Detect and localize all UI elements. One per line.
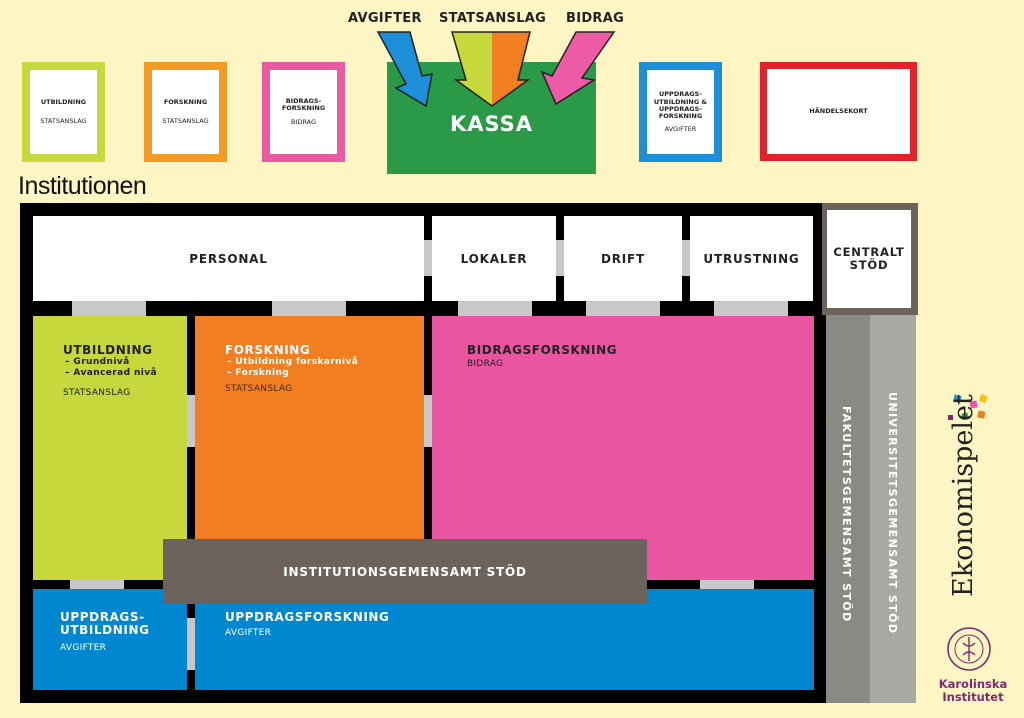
link-drift-down	[586, 301, 660, 316]
link-drift-utrustning	[682, 240, 690, 276]
link-bidrag-uppdrag	[700, 580, 754, 589]
link-personal-lokaler	[424, 240, 432, 276]
block-utbildning: UTBILDNING – Grundnivå – Avancerad nivå …	[33, 316, 187, 580]
card-utbildning-sub: STATSANSLAG	[40, 116, 87, 125]
avgifter-arrow-icon	[376, 31, 433, 108]
statsanslag-arrow-green	[452, 32, 492, 106]
link-uppdrag-vertical	[187, 618, 195, 670]
block-bidragsforskning: BIDRAGSFORSKNING BIDRAG	[432, 316, 814, 580]
card-bidragsforskning-title: BIDRAGS- FORSKNING	[281, 96, 326, 112]
block-forskning-title: FORSKNING	[225, 343, 311, 357]
block-forskning-line-1: – Utbildning forskarnivå	[227, 357, 359, 368]
block-bidragsforskning-title: BIDRAGSFORSKNING	[467, 343, 618, 357]
link-personal-down-2	[272, 301, 346, 316]
inflow-avgifter-label: AVGIFTER	[348, 11, 422, 26]
card-bidragsforskning-sub: BIDRAG	[290, 118, 316, 127]
statsanslag-arrow-orange	[492, 32, 530, 106]
link-utb-fors-1	[187, 395, 195, 447]
header-utrustning: UTRUSTNING	[690, 216, 813, 301]
karolinska-seal-icon	[947, 627, 991, 671]
card-forskning: FORSKNING STATSANSLAG	[144, 62, 227, 162]
block-utbildning-sub: STATSANSLAG	[63, 387, 131, 398]
link-utrustning-down	[714, 301, 788, 316]
header-centralt-stod: CENTRALT STÖD	[827, 210, 911, 308]
ki-name-line-1: Karolinska	[938, 677, 1008, 691]
institutionsgemensamt-bar: INSTITUTIONSGEMENSAMT STÖD	[163, 539, 647, 604]
statsanslag-arrow-outline-icon	[451, 31, 531, 107]
ekonomispelet-logo-icon	[948, 394, 988, 420]
card-uppdrag: UPPDRAGS- UTBILDNING & UPPDRAGS- FORSKNI…	[639, 62, 722, 162]
block-forskning: FORSKNING – Utbildning forskarnivå – For…	[195, 316, 424, 540]
university-column	[870, 315, 916, 703]
card-utbildning-title: UTBILDNING	[40, 98, 87, 107]
block-uppdragsutbildning-title: UPPDRAGS- UTBILDNING	[60, 610, 150, 638]
card-utbildning: UTBILDNING STATSANSLAG	[22, 62, 105, 162]
block-uppdragsforskning-sub: AVGIFTER	[225, 628, 272, 639]
block-utbildning-line-1: – Grundnivå	[65, 357, 130, 368]
card-handelsekort: HÄNDELSEKORT	[760, 62, 917, 161]
block-bidragsforskning-sub: BIDRAG	[467, 359, 504, 370]
universitetsgemensamt-label: UNIVERSITETSGEMENSAMT STÖD	[886, 392, 899, 635]
card-forskning-sub: STATSANSLAG	[162, 116, 209, 125]
link-personal-down-1	[72, 301, 146, 316]
inflow-arrows	[376, 31, 616, 108]
ekonomispelet-wordmark: Ekonomispelet	[948, 394, 979, 597]
institution-title: Institutionen	[18, 172, 147, 200]
bidrag-arrow-icon	[540, 31, 616, 106]
header-lokaler: LOKALER	[432, 216, 556, 301]
link-lokaler-drift	[556, 240, 564, 276]
block-utbildning-line-2: – Avancerad nivå	[65, 368, 157, 379]
card-handelsekort-title: HÄNDELSEKORT	[809, 106, 868, 115]
block-utbildning-title: UTBILDNING	[63, 343, 153, 357]
card-uppdrag-sub: AVGIFTER	[664, 124, 697, 133]
block-uppdragsutbildning: UPPDRAGS- UTBILDNING AVGIFTER	[33, 589, 187, 690]
ki-name-line-2: Institutet	[942, 690, 1004, 704]
card-bidragsforskning: BIDRAGS- FORSKNING BIDRAG	[262, 62, 345, 162]
link-utb-uppdrag	[70, 580, 124, 589]
inflow-bidrag-label: BIDRAG	[566, 11, 625, 26]
fakultetsgemensamt-label: FAKULTETSGEMENSAMT STÖD	[840, 406, 853, 623]
card-forskning-title: FORSKNING	[163, 98, 208, 107]
block-uppdragsforskning: UPPDRAGSFORSKNING AVGIFTER	[195, 589, 814, 690]
block-forskning-line-2: – Forskning	[227, 368, 290, 379]
header-personal: PERSONAL	[33, 216, 424, 301]
inflow-statsanslag-label: STATSANSLAG	[439, 11, 547, 26]
block-uppdragsutbildning-sub: AVGIFTER	[60, 643, 107, 654]
header-drift: DRIFT	[564, 216, 682, 301]
link-fors-bidrag	[424, 395, 432, 447]
link-lokaler-down	[458, 301, 532, 316]
block-uppdragsforskning-title: UPPDRAGSFORSKNING	[225, 610, 390, 624]
institutionsgemensamt-label: INSTITUTIONSGEMENSAMT STÖD	[283, 564, 527, 579]
kassa-label: KASSA	[449, 112, 534, 136]
faculty-column	[826, 315, 870, 703]
block-forskning-sub: STATSANSLAG	[225, 383, 293, 394]
card-uppdrag-title: UPPDRAGS- UTBILDNING & UPPDRAGS- FORSKNI…	[653, 90, 708, 121]
